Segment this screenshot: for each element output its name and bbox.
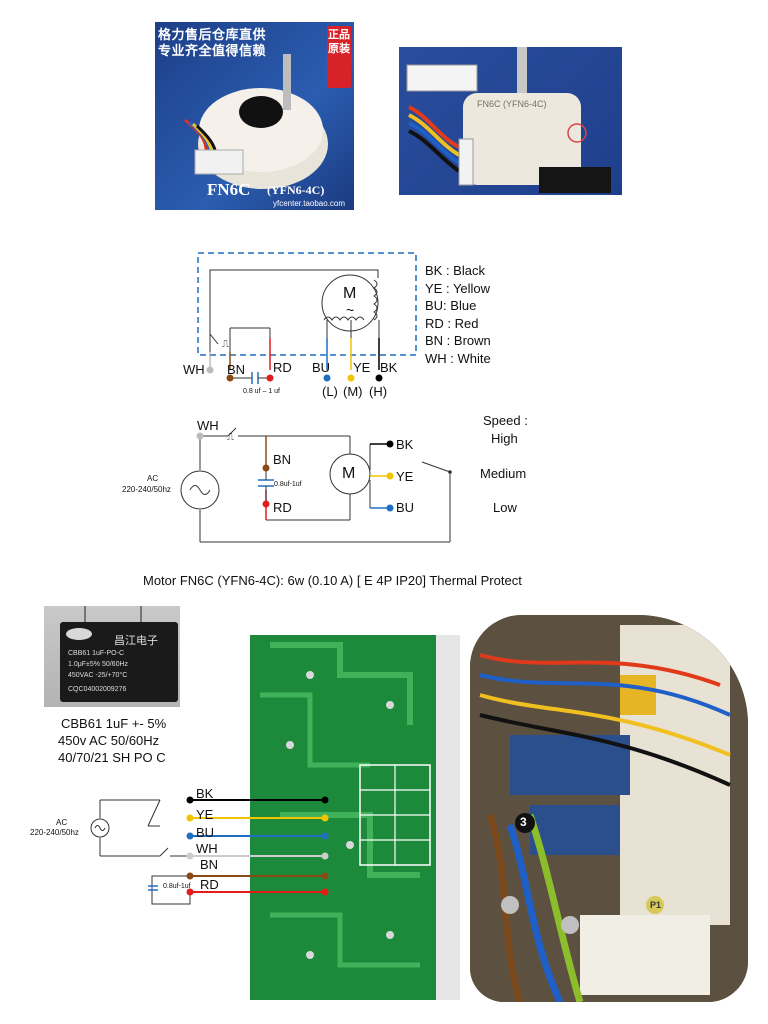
diagram3-ac-label: AC [56,818,68,827]
diagram2-label-rd: RD [273,500,292,515]
diagram3-label-bu: BU [196,825,215,840]
diagram1-label-bn: BN [227,362,246,377]
capacitor-lead-1 [84,606,86,622]
wire-color-legend: BK : Black YE : Yellow BU: Blue RD : Red… [425,262,491,368]
diagram3-label-ye: YE [196,807,214,822]
pcb-board-photo [250,635,460,1000]
model-alt-label: (YFN6-4C) [267,183,325,197]
diagram1-motor-symbol: ~ [346,302,355,318]
diagram1-motor-label: M [343,285,357,302]
pcb-wiring-diagram [90,796,329,905]
wiring-photo-illustration [470,615,748,1002]
diagram1-label-bk: BK [380,360,398,375]
capacitor-logo-icon [66,628,92,640]
motor-side-illustration [406,47,611,193]
diagram2-label-bk: BK [396,437,414,452]
diagram3-label-bk: BK [196,786,214,801]
diagram2-ac-voltage: 220-240/50hz [122,485,171,494]
capacitor-spec-2: 450v AC 50/60Hz [58,733,160,748]
capacitor-brand: 昌江电子 [114,635,158,647]
diagram3-capacitor-label: 0.8uf-1uf [163,883,191,890]
pcb-right-strip [436,635,460,1000]
diagram3-label-bn: BN [200,857,219,872]
diagram2-label-bu: BU [396,500,415,515]
speed-medium: Medium [480,466,527,481]
motor-internal-wiring-diagram [197,252,417,384]
speed-title: Speed : [483,413,528,428]
legend-bn: BN : Brown [425,333,491,349]
diagram1-switch-symbol: ⎍ [222,339,229,350]
speed-low: Low [493,500,517,515]
diagram3-ac-voltage: 220-240/50hz [30,828,79,837]
capacitor-photo: 昌江电子 CBB61 1uF-PO-C 1.0μF±5% 50/60Hz 450… [44,606,180,707]
diagram1-capacitor-label: 0.8 uf – 1 uf [243,388,280,395]
legend-ye: YE : Yellow [425,280,491,296]
motor-product-photo-1: 格力售后仓库直供 专业齐全值得信赖 正品原装 FN6C (YFN6-4C) yf… [155,22,354,210]
legend-rd: RD : Red [425,315,479,331]
model-label: FN6C [207,180,251,199]
legend-bk: BK : Black [425,263,485,278]
banner-text-1: 格力售后仓库直供 [158,27,267,42]
diagram3-label-wh: WH [196,841,218,856]
capacitor-line-3: 450VAC -25/+70°C [68,672,128,679]
sticker-label: P1 [650,900,662,910]
diagram1-label-wh: WH [183,362,205,377]
store-url: yfcenter.taobao.com [273,199,346,208]
capacitor-body: 昌江电子 CBB61 1uF-PO-C 1.0μF±5% 50/60Hz 450… [60,622,178,702]
capacitor-spec-1: CBB61 1uF +- 5% [61,716,167,731]
legend-bu: BU: Blue [425,298,477,314]
capacitor-line-4: CQC04002009276 [68,686,127,693]
diagram2-label-bn: BN [273,452,292,467]
genuine-stamp: 正品原装 [327,26,351,88]
motor-spec-title: Motor FN6C (YFN6-4C): 6w (0.10 A) [ E 4P… [143,573,522,588]
diagram2-capacitor-label: 0.8uf-1uf [274,481,302,488]
diagram1-label-ye: YE [353,360,371,375]
diagram1-speed-high: (H) [369,384,388,399]
capacitor-line-2: 1.0μF±5% 50/60Hz [68,661,129,668]
diagram2-label-wh: WH [197,418,219,433]
legend-wh: WH : White [425,350,491,366]
pcb-traces [260,642,431,968]
motor-illustration [184,54,328,189]
capacitor-spec-3: 40/70/21 SH PO C [58,750,166,765]
plug-number: 3 [520,815,527,829]
banner-text-2: 专业齐全值得信赖 [158,43,267,58]
capacitor-lead-2 [140,606,142,622]
diagram1-label-bu: BU [312,360,331,375]
side-model-label: FN6C (YFN6-4C) [477,99,547,109]
speed-wiring-diagram [180,427,452,543]
diagram2-label-ye: YE [396,469,414,484]
motor-product-photo-2: FN6C (YFN6-4C) [399,47,622,195]
diagram2-ac-label: AC [147,474,159,483]
diagram2-motor-label: M [342,465,356,482]
capacitor-line-1: CBB61 1uF-PO-C [68,650,125,657]
speed-high: High [491,431,518,446]
diagram3-label-rd: RD [200,877,219,892]
diagram2-switch-symbol: ⎍ [227,432,234,443]
diagram1-label-rd: RD [273,360,292,375]
diagram1-speed-medium: (M) [343,384,363,399]
unit-wiring-photo: 3 P1 [470,615,748,1002]
diagram1-speed-low: (L) [322,384,338,399]
